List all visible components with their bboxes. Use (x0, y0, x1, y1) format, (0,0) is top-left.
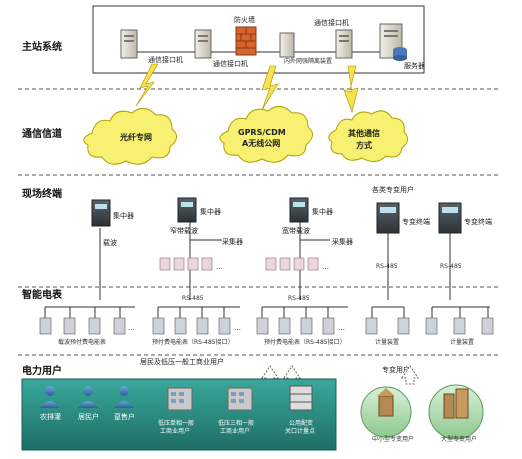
meters-group-2 (152, 317, 231, 335)
public-transformer-icon (289, 385, 313, 411)
all-special-users-label: 各类专变用户 (372, 185, 414, 194)
other-label-line2: 方式 (356, 140, 372, 150)
meter-group-2-label: 预付费电能表（RS-485接口） (152, 338, 234, 346)
collector1-label: 采集器 (222, 237, 243, 246)
comm-interface-server-2 (194, 29, 212, 59)
banner-left-label: 居民及低压一般工商业用户 (140, 357, 224, 366)
comm-interface-server-3 (335, 29, 353, 59)
comm3-label: 通信接口机 (314, 18, 349, 27)
meters-group-1 (39, 317, 126, 335)
meter-group-1-label: 载波预付费电能表 (58, 338, 106, 346)
user-single-phase-line1: 低压单相一般 (158, 419, 194, 427)
term2-label: 专变终端 (464, 217, 492, 226)
farmer-icon (40, 386, 60, 408)
fiber-label: 光纤专网 (119, 132, 152, 142)
single-phase-building-icon (167, 387, 193, 411)
meter-group-3-label: 预付费电能表（RS-485接口） (264, 338, 346, 346)
section-users-label: 电力用户 (22, 364, 62, 377)
user-resident-label: 居民户 (78, 412, 99, 421)
gprs-network-cloud (219, 106, 313, 163)
other-network-cloud (328, 110, 408, 162)
conc1-label: 集中器 (113, 211, 134, 220)
banner-right-label: 专变用户 (382, 365, 410, 374)
gprs-label-line2: A无线公网 (242, 138, 280, 148)
fiber-network-cloud (83, 108, 177, 165)
user-public-line1: 公用配变 (289, 419, 313, 427)
concentrator-2-icon (177, 197, 197, 223)
concentrator-1-icon (91, 199, 111, 227)
other-label-line1: 其他通信 (348, 128, 380, 138)
ellipsis-3: … (128, 324, 135, 332)
ellipsis-1: … (216, 263, 223, 271)
ellipsis-4: … (234, 324, 241, 332)
meter-group-4-label: 计量装置 (375, 338, 399, 346)
resident-icon (78, 386, 98, 408)
user-small-special-label: 中小型专变用户 (372, 435, 414, 443)
comm-interface-server-1 (120, 29, 138, 59)
user-three-phase-line1: 低压三相一般 (218, 419, 254, 427)
ellipsis-2: … (322, 263, 329, 271)
user-large-special-label: 大型专变用户 (441, 435, 477, 443)
meter-bus-lines (44, 306, 490, 318)
server-label: 服务器 (404, 61, 425, 70)
comm1-label: 通信接口机 (148, 55, 183, 64)
rs485-bus-1-label: RS-485 (182, 295, 204, 302)
user-wholesale-label: 趸售户 (114, 412, 135, 421)
isolation-device-icon (279, 32, 295, 58)
meters-group-4 (365, 317, 410, 335)
firewall-icon (235, 26, 257, 56)
special-terminal-1-icon (376, 202, 400, 234)
conc3-label: 集中器 (312, 207, 333, 216)
section-channel-label: 通信信道 (22, 127, 62, 140)
special-terminal-2-icon (438, 202, 462, 234)
rs485-bus-2-label: RS-485 (288, 295, 310, 302)
section-meter-label: 智能电表 (22, 288, 63, 301)
large-special-user-bubble (428, 384, 484, 440)
isolation-label: 内外网强隔离装置 (284, 57, 332, 65)
term1-label: 专变终端 (402, 217, 430, 226)
concentrator-3-icon (289, 197, 309, 223)
ellipsis-5: … (338, 324, 345, 332)
wideband-label: 宽带载波 (282, 226, 310, 235)
wireless-link-icons (135, 63, 359, 114)
narrowband-label: 窄带载波 (170, 226, 198, 235)
section-dividers (18, 88, 500, 356)
meters-group-5 (425, 317, 494, 335)
section-master-label: 主站系统 (22, 40, 62, 53)
user-three-phase-line2: 工商业用户 (220, 427, 250, 435)
small-special-user-bubble (360, 386, 412, 438)
gprs-label-line1: GPRS/CDM (238, 128, 286, 137)
conc2-label: 集中器 (200, 207, 221, 216)
collector2-label: 采集器 (332, 237, 353, 246)
meter-group-5-label: 计量装置 (450, 338, 474, 346)
collector-group-1 (159, 257, 213, 271)
comm2-label: 通信接口机 (213, 59, 248, 68)
carrier1-label: 载波 (103, 238, 117, 247)
section-field-label: 现场终端 (22, 187, 62, 200)
wholesale-icon (114, 386, 134, 408)
meters-group-3 (256, 317, 335, 335)
three-phase-building-icon (227, 387, 253, 411)
master-station-box (92, 5, 425, 74)
user-farm-label: 农排灌 (40, 412, 61, 421)
firewall-label: 防火墙 (234, 15, 255, 24)
collector-group-2 (265, 257, 319, 271)
rs485-terminal-1-label: RS-485 (376, 263, 398, 270)
user-single-phase-line2: 工商业用户 (160, 427, 190, 435)
main-server-icon (379, 23, 407, 61)
user-public-line2: 关口计量点 (285, 427, 315, 435)
rs485-terminal-2-label: RS-485 (440, 263, 462, 270)
